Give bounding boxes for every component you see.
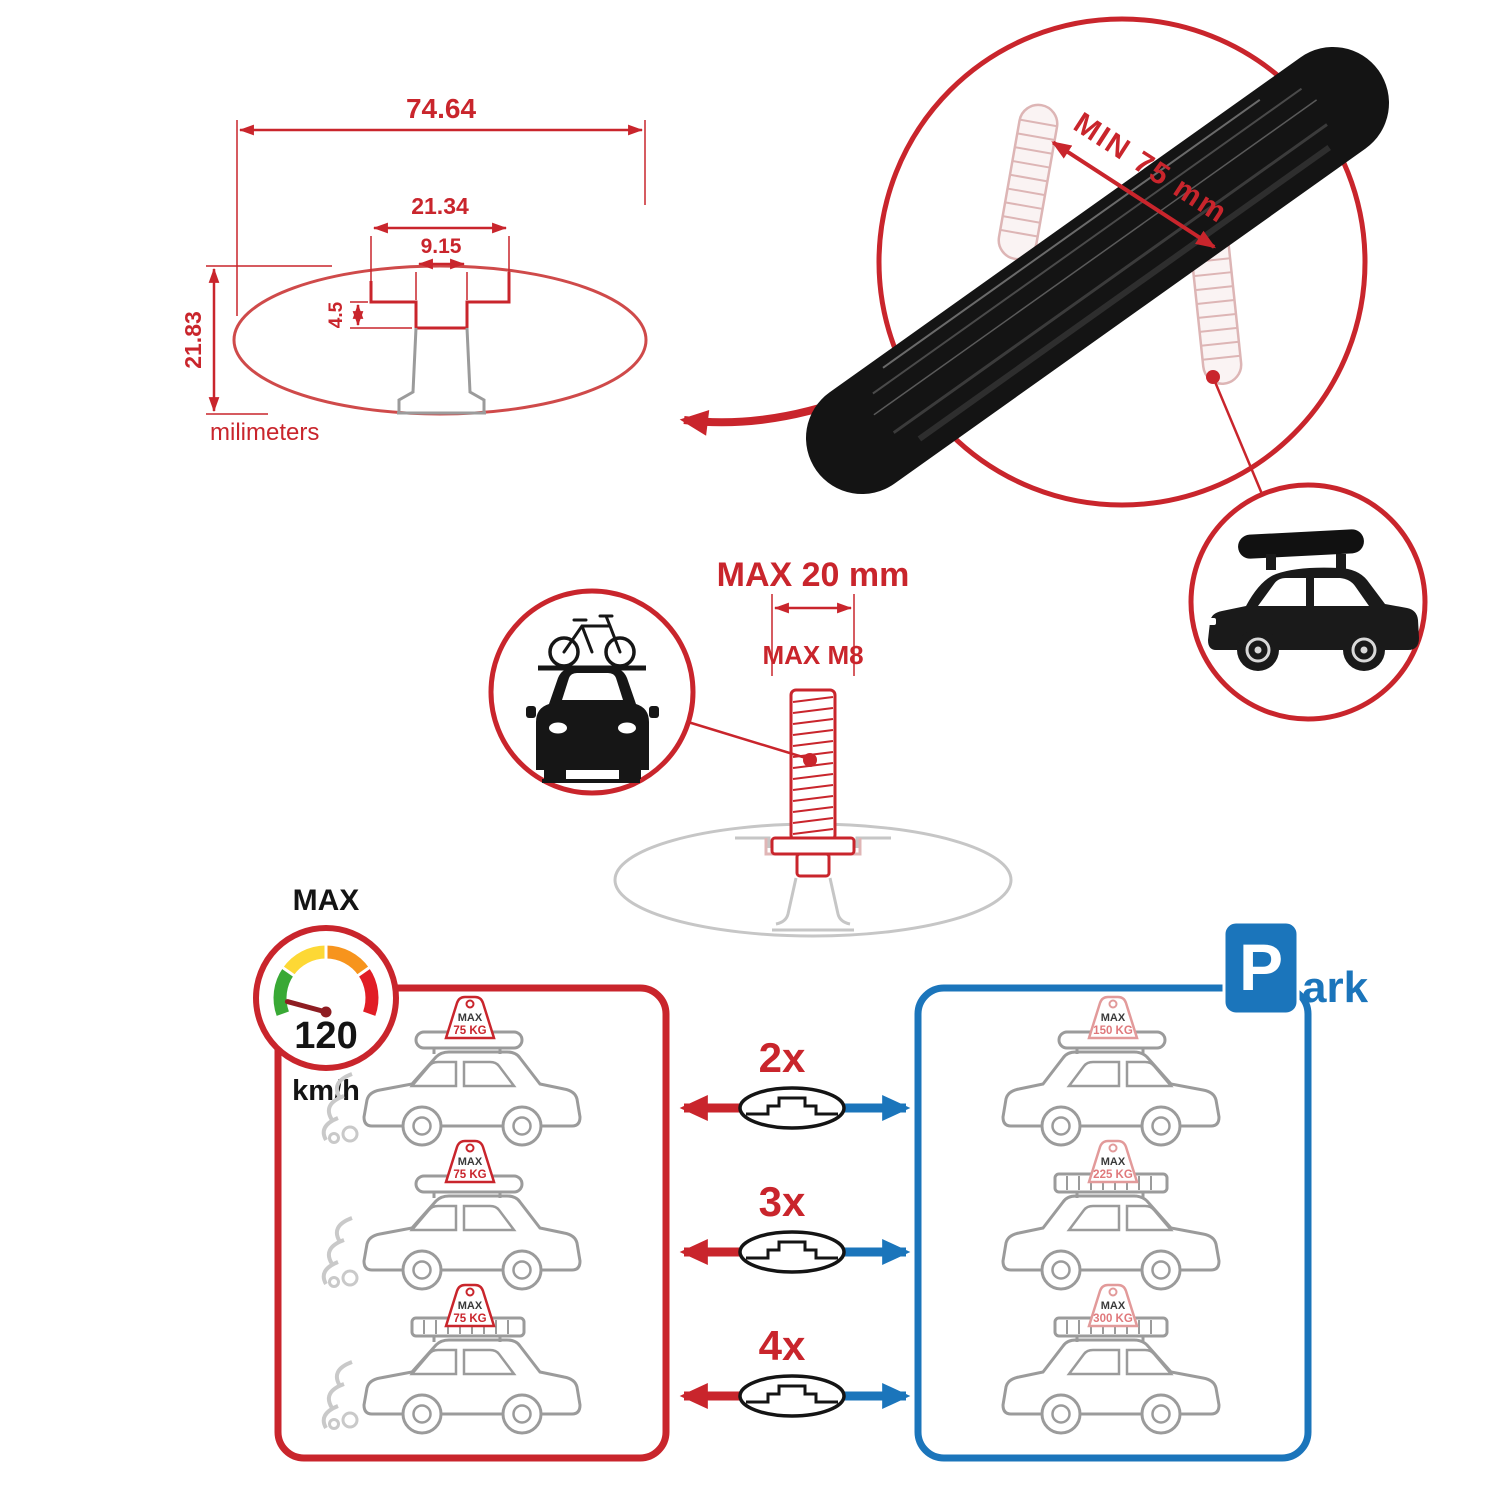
bolt-max-width-label: MAX 20 mm (717, 556, 910, 594)
load-value: 225 KG (1093, 1169, 1133, 1181)
cross-section-diagram: 74.64 21.34 9.15 4.5 21.83 milimeters (180, 93, 648, 446)
callout-line (687, 720, 807, 760)
load-value: 75 KG (453, 1025, 486, 1037)
motion-lines (321, 1360, 353, 1429)
callout-dot (803, 753, 817, 767)
load-value: 150 KG (1093, 1025, 1133, 1037)
load-badge: MAX 225 KG (1087, 1139, 1139, 1184)
park-car-row: MAX 150 KG (1001, 995, 1221, 1147)
bolt-flange (770, 836, 856, 856)
load-max-label: MAX (1101, 1156, 1126, 1168)
bolt-diagram: MAX 20 mm MAX M8 (613, 556, 1013, 938)
park-car-row: MAX 300 KG (1001, 1283, 1221, 1435)
profile-hat (746, 1240, 838, 1260)
bike-car-callout (488, 588, 696, 796)
crossbar-detail: MIN 75 mm (806, 16, 1389, 508)
load-max-label: MAX (458, 1300, 483, 1312)
slot-depth-label: 4.5 (326, 301, 347, 328)
load-badge: MAX 75 KG (444, 995, 496, 1040)
ghost-slot (735, 836, 891, 848)
load-value: 75 KG (453, 1313, 486, 1325)
multiplier-label: 2x (759, 1034, 806, 1081)
load-max-label: MAX (1101, 1300, 1126, 1312)
bolt-max-thread-label: MAX M8 (762, 640, 863, 670)
bar-count-row: 4x (679, 1322, 911, 1418)
load-max-label: MAX (458, 1012, 483, 1024)
park-sign-p: P (1239, 930, 1283, 1004)
driving-car-row: MAX 75 KG (321, 1139, 582, 1291)
ghost-stem (772, 877, 854, 932)
load-badge: MAX 300 KG (1087, 1283, 1139, 1328)
park-sign-suffix: ark (1302, 963, 1369, 1012)
park-sign: P ark (1222, 920, 1369, 1016)
motion-lines (321, 1216, 353, 1285)
bar-highlight (873, 99, 1318, 416)
crossbar-photo (806, 47, 1389, 494)
bolt-head (795, 852, 831, 878)
bike-car-icon (526, 614, 659, 783)
unit-label: milimeters (210, 419, 319, 446)
crossbar-profile-icon (738, 1086, 846, 1130)
load-badge: MAX 150 KG (1087, 995, 1139, 1040)
multiplier-label: 4x (759, 1322, 806, 1369)
total-height-label: 21.83 (180, 311, 206, 369)
crossbar-profile-icon (738, 1374, 846, 1418)
ghost-strap-icon (997, 103, 1059, 261)
speedometer-needle (284, 999, 329, 1015)
speed-max-label: MAX (293, 884, 360, 917)
channel-width-label: 21.34 (411, 193, 469, 219)
speed-unit: km/h (292, 1075, 360, 1107)
load-badge: MAX 75 KG (444, 1139, 496, 1184)
callout-line (1211, 376, 1264, 495)
park-car-row: MAX 225 KG (1001, 1139, 1221, 1291)
total-width-label: 74.64 (406, 93, 476, 124)
driving-car-row: MAX 75 KG (321, 995, 582, 1147)
profile-stem (397, 327, 486, 415)
suv-roofbox-callout (1188, 482, 1428, 722)
crossbar-cross-section (232, 264, 648, 416)
park-sign-icon (1222, 920, 1300, 1016)
load-badge: MAX 75 KG (444, 1283, 496, 1328)
t-slot-channel (369, 272, 511, 330)
profile-hat (746, 1096, 838, 1116)
driving-car-row: MAX 75 KG (321, 1283, 582, 1435)
load-value: 300 KG (1093, 1313, 1133, 1325)
speed-value: 120 (294, 1015, 357, 1057)
bar-count-row: 2x (679, 1034, 911, 1130)
load-max-label: MAX (458, 1156, 483, 1168)
load-max-label: MAX (1101, 1012, 1126, 1024)
slot-width-label: 9.15 (421, 235, 462, 258)
suv-roofbox-icon (1208, 529, 1419, 671)
load-value: 75 KG (453, 1169, 486, 1181)
speed-limit: MAX 120 km/h (253, 884, 399, 1107)
bar-count-row: 3x (679, 1178, 911, 1274)
min-span-arrow-icon (1051, 140, 1217, 249)
bar-highlight (892, 123, 1328, 434)
crossbar-profile-icon (738, 1230, 846, 1274)
profile-hat (746, 1384, 838, 1404)
bar-highlight (917, 145, 1331, 442)
multiplier-label: 3x (759, 1178, 806, 1225)
motion-lines (321, 1072, 353, 1141)
ghost-strap-icon (1189, 227, 1243, 385)
